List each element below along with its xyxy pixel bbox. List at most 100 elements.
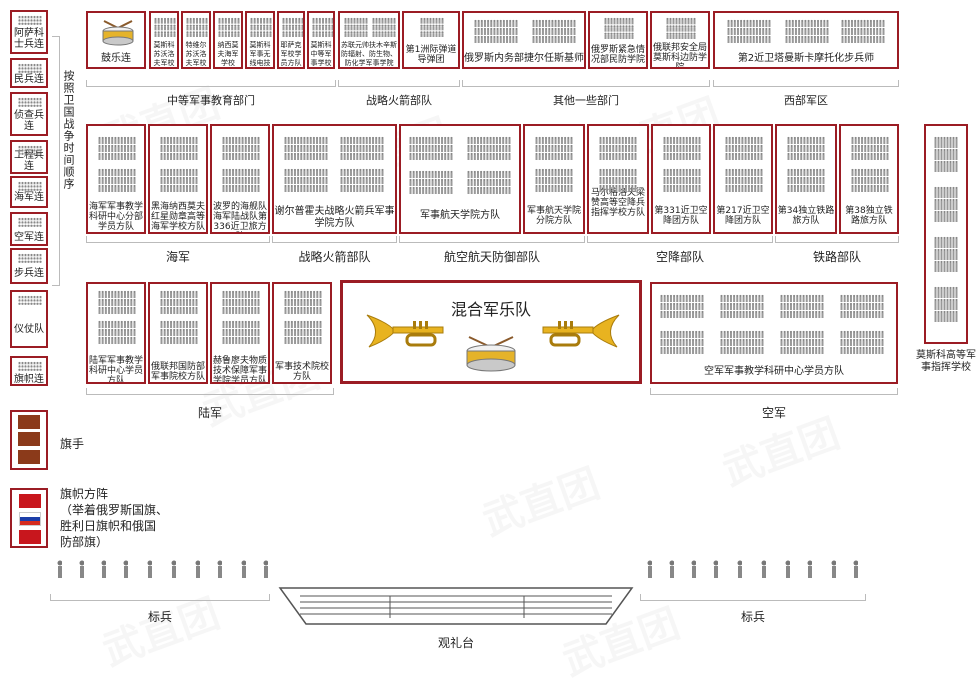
troop-formation-icon [409, 170, 453, 194]
left-company-1: 阿萨科士兵连 [10, 10, 48, 54]
troop-formation-icon [18, 63, 42, 73]
unit-row2-8: 第331近卫空降团方队 [651, 124, 711, 234]
unit-row3-4: 军事技术院校方队 [272, 282, 332, 384]
marker-soldier-icon [830, 560, 836, 578]
troop-formation-icon [851, 136, 889, 160]
troop-formation-icon [934, 236, 958, 272]
troop-formation-icon [663, 136, 701, 160]
troop-formation-icon [720, 330, 764, 354]
troop-formation-icon [535, 136, 573, 160]
group-label: 海军 [86, 248, 270, 265]
unit-label: 苏联元帅扶木辛斯防辐射、防生物、防化学军事学院 [340, 41, 398, 68]
marker-soldier-icon [646, 560, 652, 578]
marker-soldier-icon [216, 560, 222, 578]
unit-label: 莫斯科军事无线电技术学院 [247, 41, 273, 69]
troop-formation-icon [535, 168, 573, 192]
group-bracket [338, 80, 460, 87]
unit-label: 海军军事教学科研中心分部学员方队 [88, 202, 144, 232]
left-company-3: 侦查兵连 [10, 92, 48, 136]
left-company-label: 仪仗队 [12, 324, 46, 335]
marker-soldier-icon [240, 560, 246, 578]
unit-row1-11: 俄联邦安全局莫斯科边防学院 [650, 11, 710, 69]
troop-formation-icon [720, 294, 764, 318]
troop-formation-icon [18, 361, 42, 371]
left-company-7: 步兵连 [10, 248, 48, 284]
troop-formation-icon [532, 19, 576, 43]
trumpet-icon [363, 309, 453, 359]
unit-label: 谢尔普霍夫战略火箭兵军事学院方队 [274, 206, 395, 230]
unit-row3-6: 空军军事教学科研中心学员方队 [650, 282, 898, 384]
reviewing-stand-label: 观礼台 [276, 634, 636, 651]
unit-row2-2: 黑海纳西莫夫红星勋章高等海军学校方队 [148, 124, 208, 234]
troop-formation-icon [599, 168, 637, 192]
troop-formation-icon [222, 320, 260, 344]
troop-formation-icon [186, 17, 208, 37]
troop-formation-icon [934, 286, 958, 322]
left-company-9: 旗帜连 [10, 356, 48, 386]
group-bracket [86, 236, 270, 243]
unit-label: 军事技术院校方队 [274, 362, 330, 382]
troop-formation-icon [222, 168, 260, 192]
unit-label: 第331近卫空降团方队 [653, 206, 709, 226]
unit-label: 陆军军事教学科研中心学员方队 [88, 356, 144, 384]
troop-formation-icon [785, 19, 829, 43]
group-label: 其他一些部门 [462, 92, 710, 108]
group-label: 航空航天防御部队 [399, 248, 585, 265]
marker-soldier-icon [194, 560, 200, 578]
group-label: 西部军区 [713, 92, 899, 108]
unit-label: 纳西莫夫海军学校 [215, 41, 241, 68]
unit-label: 莫斯科中等军事学校 [309, 41, 333, 68]
left-company-label: 侦查兵连 [12, 110, 46, 132]
group-bracket [462, 80, 710, 87]
troop-formation-icon [18, 253, 42, 263]
left-company-8: 仪仗队 [10, 290, 48, 348]
troop-formation-icon [467, 170, 511, 194]
troop-formation-icon [218, 17, 240, 37]
marker-soldier-icon [668, 560, 674, 578]
marker-soldier-icon [78, 560, 84, 578]
troop-formation-icon [663, 168, 701, 192]
troop-formation-icon [98, 168, 136, 192]
troop-formation-icon [98, 320, 136, 344]
unit-label: 第217近卫空降团方队 [715, 206, 771, 226]
marker-soldier-icon [146, 560, 152, 578]
troop-formation-icon [604, 17, 634, 39]
right-school-label: 莫斯科高等军事指挥学校 [912, 350, 980, 374]
drum-icon [463, 335, 519, 375]
troop-formation-icon [18, 97, 42, 107]
left-company-label: 旗帜连 [12, 374, 46, 385]
marker-soldier-icon [170, 560, 176, 578]
group-bracket [50, 594, 270, 601]
unit-row2-6: 军事航天学院分院方队 [523, 124, 585, 234]
unit-drum-company: 鼓乐连 [86, 11, 146, 69]
unit-row1-12: 第2近卫塔曼斯卡摩托化步兵师 [713, 11, 899, 69]
marker-soldier-icon [806, 560, 812, 578]
unit-row1-8: 第1洲际弹道导弹团 [402, 11, 460, 69]
unit-row1-4: 莫斯科军事无线电技术学院 [245, 11, 275, 69]
troop-formation-icon [340, 136, 384, 160]
drum-icon [100, 19, 136, 47]
group-label: 空降部队 [587, 248, 773, 265]
group-bracket [587, 236, 773, 243]
marker-label-left: 标兵 [50, 608, 270, 625]
unit-label: 俄联邦安全局莫斯科边防学院 [652, 43, 708, 69]
troop-formation-icon [660, 330, 704, 354]
trumpet-icon [533, 309, 623, 359]
unit-label: 军事航天学院分院方队 [525, 206, 583, 226]
timeline-bracket [52, 36, 60, 286]
unit-label: 赫鲁廖夫物质技术保障军事学院学员方队 [212, 356, 268, 384]
troop-formation-icon [780, 330, 824, 354]
troop-formation-icon [934, 136, 958, 172]
unit-row2-3: 波罗的海舰队海军陆战队第336近卫旅方队 [210, 124, 270, 234]
troop-formation-icon [787, 136, 825, 160]
unit-row3-2: 俄联邦国防部军事院校方队 [148, 282, 208, 384]
unit-label: 俄联邦国防部军事院校方队 [150, 362, 206, 382]
timeline-caption: 按照卫国战争时间顺序 [60, 70, 76, 190]
troop-formation-icon [787, 168, 825, 192]
marker-soldier-icon [122, 560, 128, 578]
troop-formation-icon [666, 17, 696, 39]
troop-formation-icon [474, 19, 518, 43]
unit-label: 空军军事教学科研中心学员方队 [652, 366, 896, 378]
troop-formation-icon [851, 168, 889, 192]
group-bracket [399, 236, 585, 243]
